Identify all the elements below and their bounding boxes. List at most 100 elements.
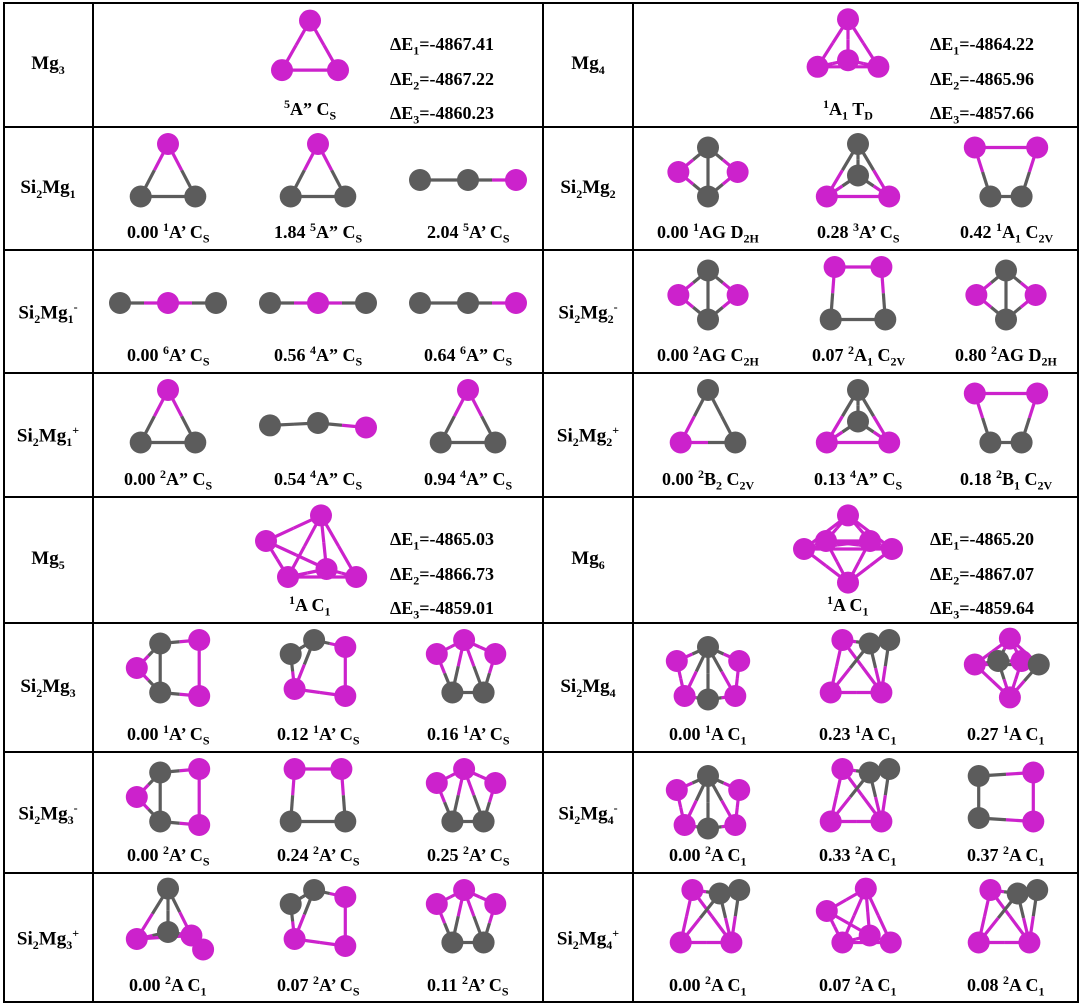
row-label-right: Si2Mg4 [543,676,633,701]
si-atom [697,765,719,787]
si-atom [847,164,869,187]
subscript-count: 2 [574,311,581,326]
structure-caption: 1A C1 [827,593,869,620]
charge-superscript: - [73,800,78,815]
mg-atom [963,382,986,405]
electronic-state: A [171,975,184,995]
si-atom [109,292,131,314]
relative-energy: 0.42 [960,222,992,242]
point-group-subscript: 1 [890,854,897,869]
point-group: C [342,345,356,365]
mg-atom [815,185,838,208]
point-group-subscript: S [329,108,337,123]
point-group: C [1025,724,1039,744]
element-mg: Mg [40,802,68,824]
mg-atom [823,256,846,278]
element-si: Si [558,802,575,824]
point-group-subscript: S [202,354,210,369]
spin-multiplicity: 2 [991,343,997,357]
cluster-structure [793,504,903,594]
isomer-caption: 0.13 4A” CS [814,467,902,494]
isomer-caption: 0.16 1A’ CS [427,722,510,749]
isomer-structure [425,879,507,954]
mg-atom [1018,931,1041,954]
point-group: C [1025,845,1039,865]
electronic-state: A” [466,469,488,489]
isomer-structure [669,379,747,454]
point-group: C [342,222,356,242]
mg-atom [815,431,838,454]
si-atom [967,807,990,829]
si-atom [1010,431,1033,454]
point-group-subscript: 2H [1041,354,1057,369]
point-group: D [730,222,744,242]
isomer-structure [665,765,751,840]
energy-index: 3 [953,112,960,127]
state-subscript: 1 [842,108,848,123]
mg-atom [307,133,329,155]
mg-atom [1026,382,1049,405]
isomer-caption: 1.84 5A” CS [274,220,362,247]
point-group-subscript: 1 [1038,854,1045,869]
si-atom [472,931,495,954]
cluster-structure [271,9,349,82]
energy-index: 3 [413,112,420,127]
energy-index: 1 [413,538,420,553]
spin-multiplicity: 2 [463,843,469,857]
subscript-count: 2 [36,685,43,700]
element-mg: Mg [31,548,59,569]
spin-multiplicity: 2 [462,973,469,987]
row-label-right: Si2Mg4- [543,801,633,828]
spin-multiplicity: 2 [163,843,169,857]
relative-energy: 0.94 [424,469,456,489]
energy-value: =-4859.64 [959,598,1035,619]
element-mg: Mg [571,52,599,74]
si-atom [129,185,152,208]
relative-energy: 0.28 [817,222,849,242]
electronic-state: A’ [469,724,486,744]
point-group-subscript: 2H [743,231,759,246]
electronic-state: A’ [469,845,486,865]
isomer-caption: 0.00 6A’ CS [127,343,210,370]
si-atom [205,292,227,314]
mg-atom [979,879,1002,901]
relative-energy: 0.00 [129,975,161,995]
si-atom [457,169,479,191]
subscript-count: 1 [67,311,74,326]
subscript-count: 5 [58,557,65,572]
structure-caption: 5A” CS [284,97,336,124]
si-atom [697,688,719,711]
element-si: Si [16,928,33,950]
isomer-caption: 0.56 4A” CS [274,343,362,370]
si-atom [149,761,172,784]
element-mg: Mg [38,928,67,950]
relative-energy: 0.56 [274,345,306,365]
mg-atom [726,284,749,306]
spin-multiplicity: 2 [855,843,861,857]
electronic-state: A’ [859,222,876,242]
mg-atom [1010,650,1033,672]
mg-atom [1022,810,1045,833]
si-atom [184,185,207,208]
point-group-subscript: S [202,854,210,869]
isomer-caption: 0.25 2A’ CS [427,843,510,870]
spin-multiplicity: 6 [163,343,169,357]
mg-atom [315,558,338,580]
spin-multiplicity: 2 [855,973,861,987]
spin-multiplicity: 5 [463,220,469,234]
energy-line: ΔE1=-4865.20 [930,529,1035,553]
isomer-caption: 0.24 2A’ CS [277,843,360,870]
row-divider [3,751,1079,753]
relative-energy: 0.00 [669,724,701,744]
mg-atom [334,636,357,658]
spin-multiplicity: 1 [705,722,711,736]
point-group: C [882,469,896,489]
spin-multiplicity: 2 [1003,973,1009,987]
element-mg: Mg [40,301,68,323]
row-label-left: Si2Mg1- [3,300,93,327]
element-si: Si [556,425,573,447]
mg-atom [1024,284,1047,306]
spin-multiplicity: 2 [693,343,699,357]
